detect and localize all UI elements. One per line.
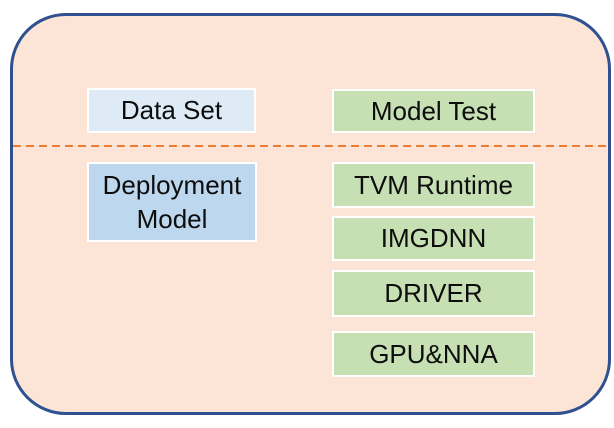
tvm-runtime-box: TVM Runtime <box>332 162 535 208</box>
driver-label: DRIVER <box>384 278 483 309</box>
deployment-model-box: Deployment Model <box>87 162 257 242</box>
data-set-label: Data Set <box>120 95 223 126</box>
driver-box: DRIVER <box>332 270 535 317</box>
tvm-runtime-label: TVM Runtime <box>354 169 513 200</box>
dashed-divider <box>13 145 607 147</box>
data-set-box: Data Set <box>87 88 256 133</box>
gpu-nna-label: GPU&NNA <box>369 338 498 369</box>
imgdnn-label: IMGDNN <box>380 223 487 254</box>
model-test-box: Model Test <box>332 89 535 133</box>
model-test-label: Model Test <box>370 95 497 126</box>
gpu-nna-box: GPU&NNA <box>332 331 535 377</box>
imgdnn-box: IMGDNN <box>332 216 535 261</box>
deployment-model-label: Deployment Model <box>102 169 242 234</box>
